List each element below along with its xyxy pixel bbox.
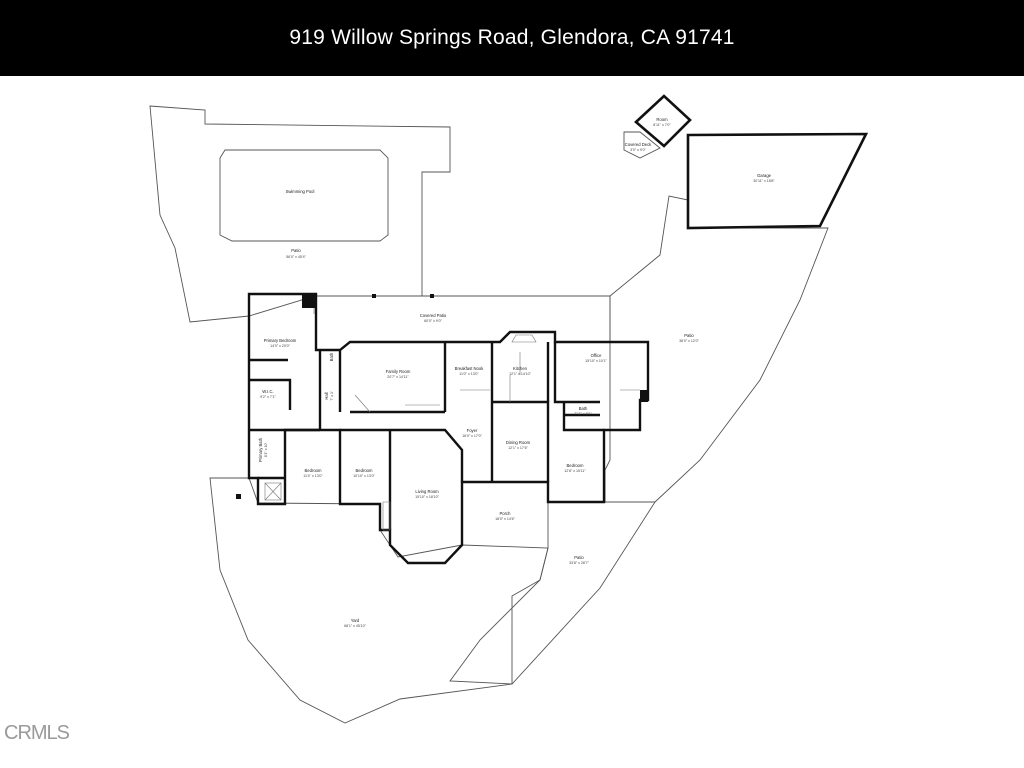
kitchen-label: Kitchen: [513, 366, 528, 371]
patio-top-label: Patio: [291, 248, 301, 253]
bedroom-1-label: Bedroom: [305, 468, 323, 473]
covered-patio-dim: 60'0" x 9'0": [424, 319, 442, 323]
patio-bottom-outline: [449, 501, 656, 685]
covered-deck-label: Covered Deck: [625, 142, 652, 147]
bedroom-2-label: Bedroom: [356, 468, 374, 473]
living-room-label: Living Room: [415, 489, 439, 494]
patio-bottom-dim: 33'8" x 28'7": [569, 561, 589, 565]
hall-dim: 7' x 3': [330, 391, 334, 400]
hall-label: Hall: [324, 392, 329, 399]
primary-bedroom-dim: 14'0" x 20'0": [270, 344, 290, 348]
foyer-dim: 16'0" x 17'0": [462, 434, 482, 438]
office-dim: 15'10" x 10'1": [585, 359, 607, 363]
room-small-label: Room: [656, 117, 668, 122]
family-room-dim: 20'7" x 14'11": [387, 375, 409, 379]
room-small-wall: [634, 94, 692, 148]
breakfast-nook-dim: 11'0" x 13'0": [459, 372, 479, 376]
crmls-watermark: CRMLS: [4, 722, 70, 744]
covered-deck-dim: 3'0" x 9'0": [630, 148, 646, 152]
dining-room-label: Dining Room: [506, 440, 531, 445]
patio-bottom-label: Patio: [574, 555, 584, 560]
primary-bath-dim: 8'1" x 10': [264, 442, 268, 457]
bedroom-2-dim: 10'10" x 13'0": [353, 474, 375, 478]
bath-right-label: Bath: [579, 406, 588, 411]
patio-top-outline: [149, 105, 451, 323]
garage-dim: 30'11" x 18'8": [753, 179, 775, 183]
patio-right-label: Patio: [684, 333, 694, 338]
family-room-label: Family Room: [386, 369, 411, 374]
patio-right-dim: 36'0" x 12'0": [679, 339, 699, 343]
house-exterior-wall: [247, 292, 650, 565]
swimming-pool-label: Swimming Pool: [286, 189, 315, 194]
property-address: 919 Willow Springs Road, Glendora, CA 91…: [289, 26, 735, 49]
swimming-pool-outline: [219, 149, 389, 242]
garage-label: Garage: [757, 173, 772, 178]
porch-label: Porch: [500, 511, 512, 516]
bedroom-1-dim: 11'4" x 13'0": [303, 474, 323, 478]
breakfast-nook-label: Breakfast Nook: [455, 366, 485, 371]
page-header: 919 Willow Springs Road, Glendora, CA 91…: [0, 0, 1024, 76]
bath-right-dim: 7'11" x 8'1": [574, 412, 592, 416]
wic-dim: 9'2" x 7'1": [260, 395, 276, 399]
bedroom-3-dim: 12'8" x 15'11": [564, 469, 586, 473]
covered-patio-label: Covered Patio: [420, 313, 447, 318]
room-small-dim: 8'11" x 7'0": [653, 123, 671, 127]
covered-patio-outline: [315, 295, 611, 342]
covered-deck-outline: [623, 131, 661, 159]
bath-small-label: Bath: [329, 352, 334, 361]
garage-wall: [686, 132, 869, 230]
patio-right-outline: [604, 195, 829, 503]
yard-dim: 68'1" x 45'10": [344, 624, 366, 628]
wic-label: W.I.C.: [262, 389, 273, 394]
office-label: Office: [591, 353, 603, 358]
dining-room-dim: 12'1" x 17'6": [508, 446, 528, 450]
foyer-label: Foyer: [467, 428, 478, 433]
porch-dim: 18'0" x 14'6": [495, 517, 515, 521]
patio-top-dim: 56'0" x 45'4": [286, 255, 306, 259]
yard-label: Yard: [351, 618, 360, 623]
primary-bath-label: Primary Bath: [258, 437, 263, 462]
kitchen-dim: 12'1" x 14'10": [509, 372, 531, 376]
primary-bedroom-label: Primary Bedroom: [264, 338, 297, 343]
bedroom-3-label: Bedroom: [567, 463, 585, 468]
living-room-dim: 15'10" x 18'10": [415, 495, 439, 499]
